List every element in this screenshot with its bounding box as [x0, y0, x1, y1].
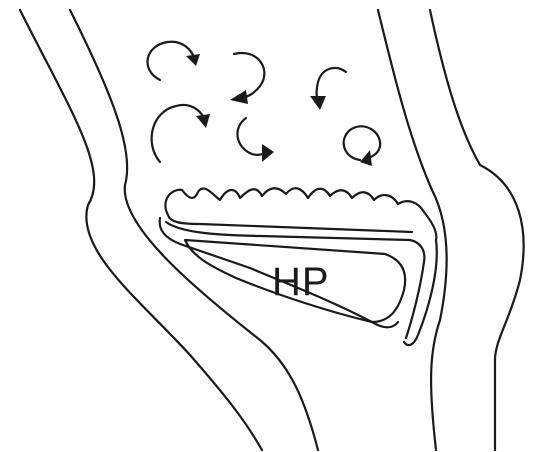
curved-arrow-icon [234, 53, 264, 98]
flow-arrow-1 [148, 42, 200, 80]
arrowhead-icon [196, 114, 210, 128]
arrowhead-icon [186, 54, 200, 66]
flow-arrow-4 [152, 105, 210, 162]
arrowhead-icon [262, 144, 274, 162]
arrowhead-icon [230, 90, 248, 104]
flow-arrow-6 [344, 126, 380, 166]
flow-arrow-2 [230, 53, 264, 104]
arrowhead-icon [360, 150, 372, 166]
flow-arrow-5 [237, 118, 274, 162]
curved-arrow-icon [148, 42, 194, 80]
curved-arrow-icon [344, 126, 380, 160]
right-inner-wall [378, 10, 447, 450]
arrowhead-icon [310, 96, 326, 110]
hp-label: HP [272, 260, 330, 304]
flow-arrow-3 [310, 68, 346, 110]
chamber-upper-line [168, 215, 412, 232]
left-inner-wall [70, 10, 318, 450]
curved-arrow-icon [152, 105, 204, 162]
